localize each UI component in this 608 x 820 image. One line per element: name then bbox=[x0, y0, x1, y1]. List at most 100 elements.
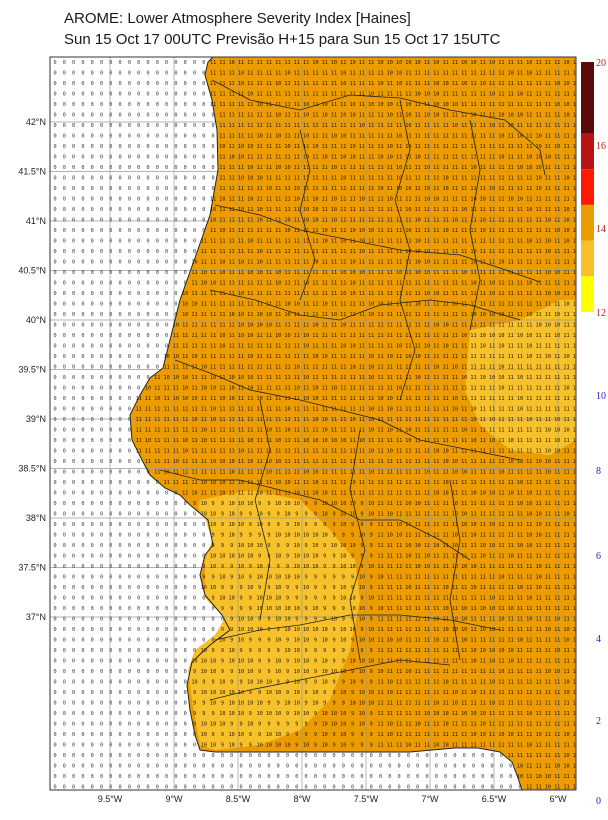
value-symbol: 0 bbox=[249, 764, 252, 770]
value-symbol: 10 bbox=[256, 312, 262, 318]
value-symbol: 11 bbox=[191, 333, 197, 339]
value-symbol: 0 bbox=[63, 785, 66, 791]
value-symbol: 11 bbox=[405, 617, 411, 623]
value-symbol: 11 bbox=[517, 71, 523, 77]
value-symbol: 11 bbox=[359, 176, 365, 182]
value-symbol: 11 bbox=[229, 428, 235, 434]
value-symbol: 10 bbox=[173, 375, 179, 381]
value-symbol: 9 bbox=[351, 648, 354, 654]
value-symbol: 0 bbox=[72, 533, 75, 539]
value-symbol: 11 bbox=[545, 71, 551, 77]
value-symbol: 9 bbox=[295, 722, 298, 728]
value-symbol: 11 bbox=[489, 155, 495, 161]
value-symbol: 10 bbox=[480, 627, 486, 633]
value-symbol: 11 bbox=[489, 102, 495, 108]
value-symbol: 11 bbox=[294, 470, 300, 476]
value-symbol: 11 bbox=[526, 396, 532, 402]
value-symbol: 10 bbox=[480, 554, 486, 560]
value-symbol: 11 bbox=[563, 522, 569, 528]
value-symbol: 10 bbox=[229, 522, 235, 528]
value-symbol: 11 bbox=[312, 92, 318, 98]
value-symbol: 10 bbox=[554, 323, 560, 329]
value-symbol: 0 bbox=[53, 197, 56, 203]
value-symbol: 11 bbox=[405, 480, 411, 486]
value-symbol: 0 bbox=[119, 344, 122, 350]
value-symbol: 10 bbox=[573, 417, 579, 423]
value-symbol: 11 bbox=[526, 722, 532, 728]
value-symbol: 0 bbox=[128, 249, 131, 255]
value-symbol: 11 bbox=[433, 732, 439, 738]
value-symbol: 11 bbox=[545, 659, 551, 665]
value-symbol: 11 bbox=[322, 81, 328, 87]
value-symbol: 9 bbox=[249, 638, 252, 644]
value-symbol: 11 bbox=[498, 197, 504, 203]
value-symbol: 11 bbox=[442, 207, 448, 213]
value-symbol: 10 bbox=[452, 543, 458, 549]
value-symbol: 0 bbox=[119, 753, 122, 759]
value-symbol: 10 bbox=[275, 617, 281, 623]
value-symbol: 10 bbox=[433, 365, 439, 371]
value-symbol: 11 bbox=[489, 113, 495, 119]
value-symbol: 11 bbox=[219, 470, 225, 476]
value-symbol: 11 bbox=[182, 470, 188, 476]
value-symbol: 10 bbox=[312, 207, 318, 213]
value-symbol: 11 bbox=[461, 228, 467, 234]
value-symbol: 10 bbox=[182, 302, 188, 308]
value-symbol: 10 bbox=[554, 764, 560, 770]
value-symbol: 11 bbox=[508, 512, 514, 518]
value-symbol: 11 bbox=[573, 596, 579, 602]
value-symbol: 10 bbox=[405, 207, 411, 213]
value-symbol: 0 bbox=[128, 690, 131, 696]
value-symbol: 11 bbox=[480, 102, 486, 108]
value-symbol: 0 bbox=[91, 281, 94, 287]
value-symbol: 11 bbox=[229, 480, 235, 486]
value-symbol: 11 bbox=[331, 176, 337, 182]
value-symbol: 10 bbox=[377, 186, 383, 192]
value-symbol: 9 bbox=[351, 617, 354, 623]
value-symbol: 11 bbox=[554, 113, 560, 119]
value-symbol: 11 bbox=[405, 512, 411, 518]
value-symbol: 11 bbox=[405, 92, 411, 98]
value-symbol: 0 bbox=[184, 785, 187, 791]
value-symbol: 10 bbox=[461, 375, 467, 381]
value-symbol: 10 bbox=[340, 176, 346, 182]
value-symbol: 0 bbox=[156, 543, 159, 549]
value-symbol: 0 bbox=[184, 512, 187, 518]
value-symbol: 11 bbox=[210, 92, 216, 98]
value-symbol: 10 bbox=[275, 732, 281, 738]
value-symbol: 10 bbox=[275, 270, 281, 276]
value-symbol: 11 bbox=[563, 165, 569, 171]
value-symbol: 11 bbox=[526, 659, 532, 665]
value-symbol: 0 bbox=[72, 764, 75, 770]
value-symbol: 11 bbox=[284, 291, 290, 297]
value-symbol: 11 bbox=[489, 207, 495, 213]
value-symbol: 0 bbox=[109, 512, 112, 518]
value-symbol: 11 bbox=[508, 638, 514, 644]
value-symbol: 0 bbox=[81, 249, 84, 255]
value-symbol: 11 bbox=[387, 207, 393, 213]
value-symbol: 10 bbox=[219, 722, 225, 728]
value-symbol: 11 bbox=[377, 176, 383, 182]
value-symbol: 0 bbox=[81, 60, 84, 66]
value-symbol: 11 bbox=[498, 743, 504, 749]
value-symbol: 0 bbox=[119, 186, 122, 192]
value-symbol: 0 bbox=[286, 785, 289, 791]
value-symbol: 10 bbox=[508, 648, 514, 654]
value-symbol: 10 bbox=[331, 386, 337, 392]
value-symbol: 0 bbox=[119, 176, 122, 182]
value-symbol: 0 bbox=[156, 669, 159, 675]
value-symbol: 11 bbox=[284, 270, 290, 276]
latitude-label: 38.5°N bbox=[18, 464, 46, 474]
value-symbol: 11 bbox=[247, 491, 253, 497]
value-symbol: 11 bbox=[331, 260, 337, 266]
value-symbol: 10 bbox=[415, 60, 421, 66]
value-symbol: 10 bbox=[535, 186, 541, 192]
value-symbol: 0 bbox=[100, 281, 103, 287]
value-symbol: 11 bbox=[470, 501, 476, 507]
value-symbol: 0 bbox=[72, 743, 75, 749]
value-symbol: 11 bbox=[368, 239, 374, 245]
value-symbol: 0 bbox=[509, 785, 512, 791]
value-symbol: 0 bbox=[500, 785, 503, 791]
value-symbol: 0 bbox=[137, 375, 140, 381]
value-symbol: 11 bbox=[535, 470, 541, 476]
